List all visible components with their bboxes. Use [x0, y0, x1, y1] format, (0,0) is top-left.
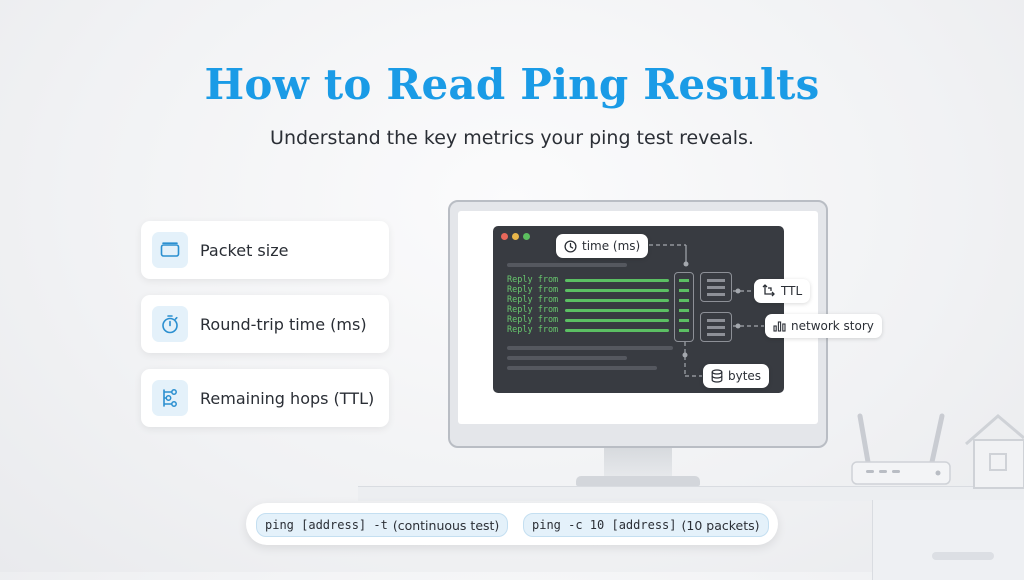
annotation-time: time (ms) — [556, 234, 649, 258]
terminal-result-bar — [565, 289, 669, 292]
command-note: (10 packets) — [681, 517, 760, 533]
terminal-reply-line: Reply from — [507, 295, 559, 305]
clock-icon — [564, 239, 577, 253]
command-chip-continuous: ping [address] -t (continuous test) — [256, 513, 509, 537]
terminal-result-bar — [565, 309, 669, 312]
terminal-reply-line: Reply from — [507, 325, 559, 335]
terminal-result-bar — [565, 329, 669, 332]
terminal-text-line — [507, 356, 627, 360]
annotation-network-story: network story — [765, 314, 882, 338]
hops-icon — [152, 380, 188, 416]
command-note: (continuous test) — [392, 517, 500, 533]
command-code: ping -c 10 [address] — [532, 518, 677, 532]
packet-icon — [152, 232, 188, 268]
router-icon — [851, 413, 951, 485]
annotation-bytes: bytes — [703, 364, 770, 388]
ttl-column-highlight — [700, 272, 732, 302]
terminal-reply-line: Reply from — [507, 305, 559, 315]
annotation-time-label: time (ms) — [582, 239, 641, 253]
terminal-reply-line: Reply from — [507, 275, 559, 285]
desk-top — [358, 486, 1024, 501]
feature-card-packet-size: Packet size — [141, 221, 389, 279]
terminal-text-line — [507, 346, 673, 350]
network-column-highlight — [700, 312, 732, 342]
terminal-text-line — [507, 263, 627, 267]
stopwatch-icon — [152, 306, 188, 342]
terminal-reply-line: Reply from — [507, 285, 559, 295]
desk-drawer-handle — [932, 552, 994, 560]
annotation-ttl: TTL — [754, 279, 811, 303]
annotation-bytes-label: bytes — [728, 369, 762, 383]
terminal-result-bar — [565, 279, 669, 282]
page-subtitle: Understand the key metrics your ping tes… — [270, 127, 754, 149]
feature-label: Packet size — [200, 240, 289, 260]
terminal-text-line — [507, 366, 657, 370]
feature-card-round-trip-time: Round-trip time (ms) — [141, 295, 389, 353]
bar-chart-icon — [773, 320, 786, 332]
monitor-stand-base — [576, 476, 700, 486]
command-code: ping [address] -t — [265, 518, 388, 532]
terminal-result-bar — [565, 299, 669, 302]
monitor-stand-neck — [604, 448, 672, 478]
feature-label: Round-trip time (ms) — [200, 314, 367, 334]
route-icon — [762, 284, 776, 298]
terminal-reply-line: Reply from — [507, 315, 559, 325]
house-icon — [965, 414, 1024, 489]
terminal-result-bar — [565, 319, 669, 322]
feature-card-remaining-hops: Remaining hops (TTL) — [141, 369, 389, 427]
annotation-ttl-label: TTL — [781, 284, 803, 298]
close-dot — [501, 233, 508, 240]
desk-cabinet — [872, 500, 1024, 580]
command-chip-ten-packets: ping -c 10 [address] (10 packets) — [523, 513, 769, 537]
minimize-dot — [512, 233, 519, 240]
page-title: How to Read Ping Results — [204, 60, 820, 109]
annotation-network-story-label: network story — [791, 319, 874, 333]
database-icon — [711, 369, 723, 383]
maximize-dot — [523, 233, 530, 240]
time-column-highlight — [674, 272, 694, 342]
feature-label: Remaining hops (TTL) — [200, 388, 375, 408]
